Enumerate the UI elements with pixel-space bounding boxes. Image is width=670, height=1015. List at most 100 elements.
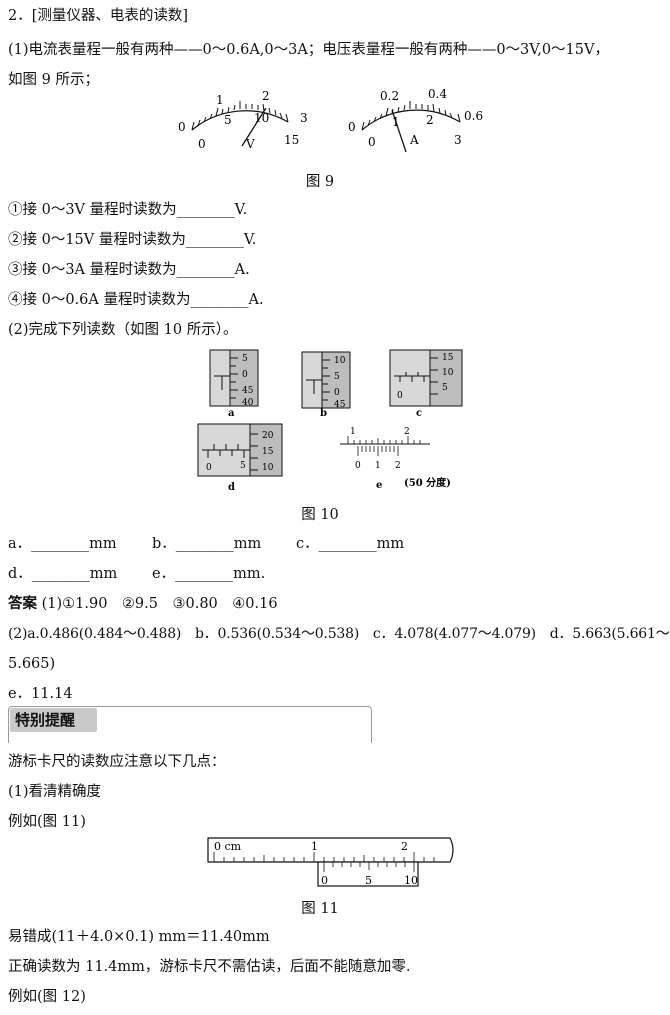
- caliper-vernier-label-5: 5: [365, 874, 372, 887]
- vernier-e-vernier-2: 2: [395, 461, 401, 471]
- figure-9-meters: 0 1 2 3 0 5 10 15 V 0 0.2 0.4 0.6 0 1 2 …: [178, 87, 483, 153]
- micrometer-a-label: a: [228, 408, 235, 419]
- voltmeter-scale-arc: [191, 110, 289, 131]
- micrometer-d-scale-10: 10: [262, 463, 274, 473]
- vernier-e-main-1: 1: [350, 427, 356, 437]
- tip-box-title: 特别提醒: [10, 708, 97, 732]
- vernier-e-label: e: [376, 480, 382, 491]
- voltmeter-bottom-label-5: 5: [224, 113, 232, 127]
- common-mistake: 易错成(11＋4.0×0.1) mm＝11.40mm: [8, 929, 270, 945]
- caliper-vernier-ticks: [323, 862, 415, 872]
- vernier-e-main-2: 2: [404, 427, 410, 437]
- part-2-intro: (2)完成下列读数（如图 10 所示）。: [8, 322, 238, 338]
- voltmeter-ticks: [191, 101, 289, 131]
- caliper-vernier-label-10: 10: [404, 874, 418, 887]
- vernier-e: 1 2 0 1 2 e (50 分度): [340, 427, 451, 491]
- figure-11-caliper: 0 cm 1 2 0 5 10: [207, 837, 454, 887]
- voltmeter-bottom-label-10: 10: [254, 111, 269, 125]
- blank-a: a．________mm: [8, 536, 117, 552]
- answer-line-1: 答案 (1)①1.90 ②9.5 ③0.80 ④0.16: [8, 594, 278, 614]
- voltmeter-bottom-label-15: 15: [284, 133, 299, 147]
- micrometer-c-zero: 0: [397, 391, 403, 401]
- micrometer-a-scale-40: 40: [242, 398, 254, 408]
- micrometer-c: 15 10 5 0 c: [389, 349, 463, 419]
- vernier-e-vernier-0: 0: [355, 461, 361, 471]
- intro-line-2: 如图 9 所示；: [8, 72, 99, 88]
- figure-11-caption: 图 11: [301, 901, 339, 917]
- question-2: ②接 0～15V 量程时读数为________V.: [8, 232, 257, 248]
- tip-example-1: 例如(图 11): [8, 814, 86, 830]
- voltmeter-top-label-0: 0: [178, 120, 186, 134]
- section-title: 2．[测量仪器、电表的读数]: [8, 8, 189, 24]
- micrometer-a-scale-0: 0: [242, 370, 248, 380]
- intro-line-1: (1)电流表量程一般有两种——0～0.6A,0～3A；电压表量程一般有两种——0…: [8, 42, 609, 58]
- micrometer-d-label: d: [228, 482, 235, 493]
- voltmeter-top-label-1: 1: [216, 93, 224, 107]
- figure-10-caption: 图 10: [301, 507, 339, 523]
- question-4: ④接 0～0.6A 量程时读数为________A.: [8, 292, 264, 308]
- vernier-e-note: (50 分度): [404, 476, 451, 489]
- voltmeter-bottom-label-0: 0: [198, 137, 206, 151]
- micrometer-a-scale-45: 45: [242, 386, 254, 396]
- micrometer-c-label: c: [416, 408, 422, 419]
- voltmeter-top-label-3: 3: [300, 111, 308, 125]
- voltmeter-needle: [241, 107, 267, 147]
- question-3: ③接 0～3A 量程时读数为________A.: [8, 262, 250, 278]
- micrometer-d: 20 15 10 0 5 d: [197, 423, 283, 493]
- tip-example-2: 例如(图 12): [8, 989, 86, 1005]
- micrometer-d-main-0: 0: [206, 463, 212, 473]
- caliper-vernier-label-0: 0: [321, 874, 328, 887]
- micrometer-b-scale-45: 45: [334, 400, 346, 410]
- micrometer-c-scale-15: 15: [442, 353, 454, 363]
- answer-label: 答案: [8, 595, 37, 612]
- blank-c: c．________mm: [296, 536, 405, 552]
- tip-intro: 游标卡尺的读数应注意以下几点：: [8, 754, 226, 770]
- caliper-main-scale-body: [207, 837, 454, 863]
- answer-line-2: (2)a.0.486(0.484～0.488) b．0.536(0.534～0.…: [8, 626, 670, 642]
- micrometer-b-label: b: [320, 408, 327, 419]
- answer-part-1: (1)①1.90 ②9.5 ③0.80 ④0.16: [41, 596, 278, 612]
- answer-line-3: 5.665): [8, 656, 56, 672]
- ammeter-top-label-0.4: 0.4: [428, 87, 447, 101]
- caliper-main-label-0cm: 0 cm: [214, 840, 242, 853]
- tip-point-1: (1)看清精确度: [8, 784, 102, 800]
- caliper-main-label-2: 2: [401, 840, 408, 853]
- micrometer-c-scale-10: 10: [442, 368, 454, 378]
- micrometer-a: 5 0 45 40 a: [209, 349, 259, 419]
- micrometer-c-scale-5: 5: [442, 383, 448, 393]
- blank-b: b．________mm: [152, 536, 262, 552]
- caliper-main-label-1: 1: [311, 840, 318, 853]
- ammeter-bottom-label-3: 3: [454, 133, 462, 147]
- ammeter-needle: [391, 109, 407, 153]
- micrometer-a-scale-5: 5: [242, 354, 248, 364]
- micrometer-d-scale-15: 15: [262, 447, 274, 457]
- ammeter-bottom-label-0: 0: [368, 135, 376, 149]
- caliper-main-ticks: [213, 852, 435, 862]
- micrometer-b: 10 5 0 45 b: [301, 351, 351, 419]
- micrometer-b-scale-5: 5: [334, 372, 340, 382]
- figure-9-caption: 图 9: [305, 174, 335, 190]
- ammeter-scale-arc: [361, 109, 461, 131]
- micrometer-d-scale-20: 20: [262, 431, 274, 441]
- vernier-e-vernier-1: 1: [375, 461, 381, 471]
- micrometer-b-scale-0: 0: [334, 388, 340, 398]
- ammeter-top-label-0.2: 0.2: [380, 89, 399, 103]
- correct-reading: 正确读数为 11.4mm，游标卡尺不需估读，后面不能随意加零.: [8, 959, 411, 975]
- answer-line-4: e．11.14: [8, 686, 73, 702]
- document-page: 2．[测量仪器、电表的读数] (1)电流表量程一般有两种——0～0.6A,0～3…: [8, 8, 670, 1005]
- voltmeter-unit: V: [245, 137, 255, 151]
- micrometer-d-main-5: 5: [240, 461, 246, 471]
- question-1: ①接 0～3V 量程时读数为________V.: [8, 202, 248, 218]
- micrometer-b-scale-10: 10: [334, 356, 346, 366]
- caliper-vernier-body: [317, 861, 419, 887]
- ammeter-top-label-0: 0: [348, 120, 356, 134]
- figure-10-instruments: 5 0 45 40 a 10 5 0 45 b 15 10: [197, 349, 463, 493]
- ammeter-bottom-label-2: 2: [426, 113, 434, 127]
- voltmeter-top-label-2: 2: [262, 89, 270, 103]
- blank-e: e．________mm.: [152, 566, 266, 582]
- tip-box-frame: [8, 706, 372, 743]
- ammeter-bottom-label-1: 1: [392, 115, 400, 129]
- blank-d: d．________mm: [8, 566, 118, 582]
- ammeter-unit: A: [409, 133, 419, 147]
- ammeter-top-label-0.6: 0.6: [464, 109, 483, 123]
